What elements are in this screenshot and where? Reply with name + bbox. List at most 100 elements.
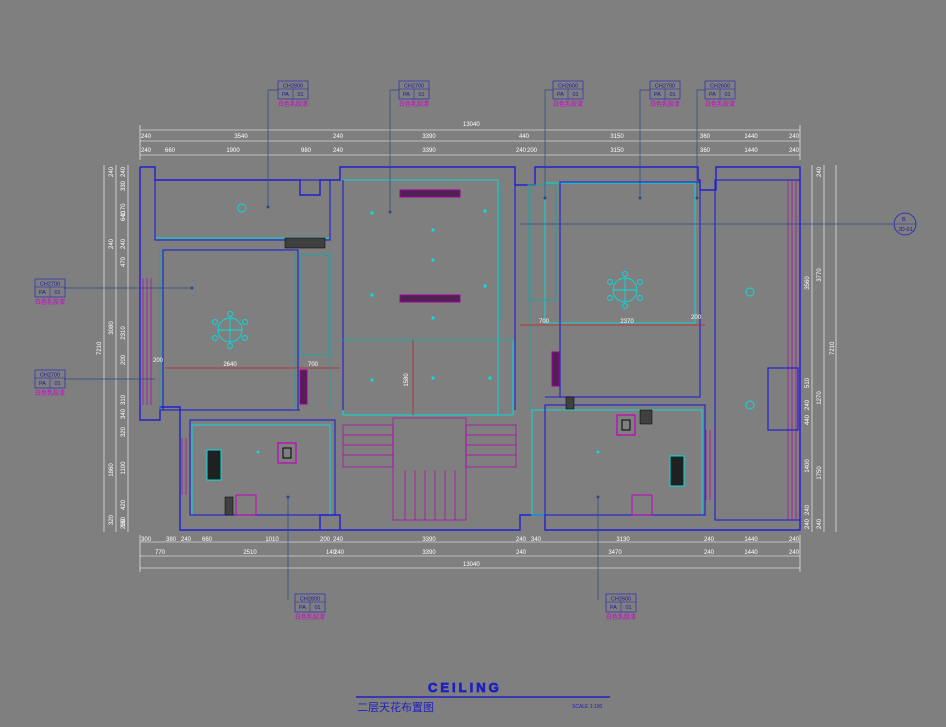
callout-code: CH2700 bbox=[40, 373, 60, 379]
dim-interior-label: 700 bbox=[539, 319, 550, 325]
dim-bottom-label: 240 bbox=[333, 537, 344, 543]
dim-top-label: 1440 bbox=[744, 134, 758, 140]
callout-number: 01 bbox=[418, 92, 424, 98]
dim-left-label: 240 bbox=[109, 238, 115, 249]
dim-interior-label: 1580 bbox=[404, 373, 410, 387]
downlights bbox=[256, 209, 600, 454]
title-block: CEILING 二层天花布置图 SCALE 1:100 bbox=[356, 680, 610, 714]
callout-code: CH2800 bbox=[300, 597, 320, 603]
dim-bottom-label: 340 bbox=[531, 537, 542, 543]
dim-bottom-label: 240 bbox=[704, 550, 715, 556]
top-dimensions bbox=[139, 125, 801, 160]
dim-bottom-total: 13040 bbox=[463, 562, 480, 568]
dim-interior-label: 200 bbox=[691, 315, 702, 321]
dim-right-total: 7210 bbox=[830, 341, 836, 355]
callout-number: 01 bbox=[724, 92, 730, 98]
dim-top-label: 3150 bbox=[610, 134, 624, 140]
leader-lines bbox=[64, 89, 893, 600]
dim-left-label: 310 bbox=[121, 394, 127, 405]
dim-bottom-label: 2510 bbox=[243, 550, 257, 556]
dim-right-label: 1400 bbox=[805, 459, 811, 473]
dim-left-label: 1860 bbox=[109, 463, 115, 477]
dim-right-label: 1750 bbox=[817, 466, 823, 480]
callout-code: CH2700 bbox=[404, 84, 424, 90]
teal-ceiling-edges bbox=[159, 185, 531, 415]
dim-right-label: 510 bbox=[805, 377, 811, 388]
dim-left-label: 2310 bbox=[121, 326, 127, 340]
dim-left-label: 320 bbox=[121, 426, 127, 437]
dim-top-label: 660 bbox=[165, 148, 176, 154]
dim-left-label: 320 bbox=[109, 514, 115, 525]
bottom-dimensions bbox=[139, 535, 801, 572]
callout-code: CH2700 bbox=[40, 282, 60, 288]
dim-right-label: 240 bbox=[805, 399, 811, 410]
dim-bottom-label: 770 bbox=[155, 550, 166, 556]
dim-top-label: 360 bbox=[700, 134, 711, 140]
callout-finish: PA bbox=[403, 92, 410, 98]
dim-right-label: 240 bbox=[817, 166, 823, 177]
dim-left-label: 1170 bbox=[121, 203, 127, 217]
dim-bottom-label: 200 bbox=[320, 537, 331, 543]
dim-bottom-label: 3130 bbox=[616, 537, 630, 543]
dim-top-label: 3390 bbox=[422, 148, 436, 154]
callout-material: 白色乳胶漆 bbox=[606, 613, 636, 621]
callout-finish: PA bbox=[557, 92, 564, 98]
dim-bottom-label: 240 bbox=[789, 550, 800, 556]
callout-number: 01 bbox=[297, 92, 303, 98]
callout-number: 01 bbox=[669, 92, 675, 98]
dim-bottom-label: 240 bbox=[334, 550, 345, 556]
dim-left-label: 260 bbox=[121, 518, 127, 529]
drawing-subtitle: 二层天花布置图 bbox=[357, 701, 434, 714]
callout-number: 01 bbox=[54, 381, 60, 387]
section-ref: JD-01 bbox=[898, 227, 913, 233]
dim-bottom-label: 240 bbox=[789, 537, 800, 543]
dim-left-label: 160 bbox=[121, 516, 127, 527]
outer-walls bbox=[139, 166, 801, 531]
dim-top-label: 240 bbox=[516, 148, 527, 154]
dim-bottom-label: 1010 bbox=[265, 537, 279, 543]
callout-number: 01 bbox=[54, 290, 60, 296]
dim-top-label: 1900 bbox=[226, 148, 240, 154]
section-id: B bbox=[902, 217, 906, 223]
drawing-main-title: CEILING bbox=[428, 680, 502, 695]
dim-top-label: 440 bbox=[519, 134, 530, 140]
dim-left-label: 3080 bbox=[109, 321, 115, 335]
dim-top-label: 240 bbox=[789, 134, 800, 140]
dim-right-label: 240 bbox=[805, 504, 811, 515]
dim-bottom-label: 240 bbox=[516, 550, 527, 556]
callout-material: 白色乳胶漆 bbox=[35, 389, 65, 397]
dim-left-label: 470 bbox=[121, 256, 127, 267]
dim-interior-label: 2370 bbox=[620, 319, 634, 325]
callout-material: 白色乳胶漆 bbox=[35, 298, 65, 306]
dim-right-inner: 2403770127017502403560510240440140024024… bbox=[805, 166, 823, 529]
callout-number: 01 bbox=[572, 92, 578, 98]
dim-bottom-label: 3390 bbox=[422, 550, 436, 556]
callout-number: 01 bbox=[625, 605, 631, 611]
callout-code: CH2600 bbox=[611, 597, 631, 603]
dim-top-label: 240 bbox=[141, 134, 152, 140]
dim-left-label: 240 bbox=[121, 166, 127, 177]
dim-bottom-label: 300 bbox=[141, 537, 152, 543]
dim-interior-label: 2640 bbox=[223, 362, 237, 368]
dim-bottom-label: 240 bbox=[181, 537, 192, 543]
dim-bottom-label: 3470 bbox=[608, 550, 622, 556]
callout-material: 白色乳胶漆 bbox=[295, 613, 325, 621]
callout-finish: PA bbox=[39, 381, 46, 387]
callout-material: 白色乳胶漆 bbox=[278, 100, 308, 108]
dim-top-label: 360 bbox=[700, 148, 711, 154]
inner-walls bbox=[154, 179, 801, 521]
dim-bottom-label: 240 bbox=[704, 537, 715, 543]
callout-number: 01 bbox=[314, 605, 320, 611]
dim-left-label: 420 bbox=[121, 499, 127, 510]
red-ceiling-lines bbox=[165, 324, 705, 415]
